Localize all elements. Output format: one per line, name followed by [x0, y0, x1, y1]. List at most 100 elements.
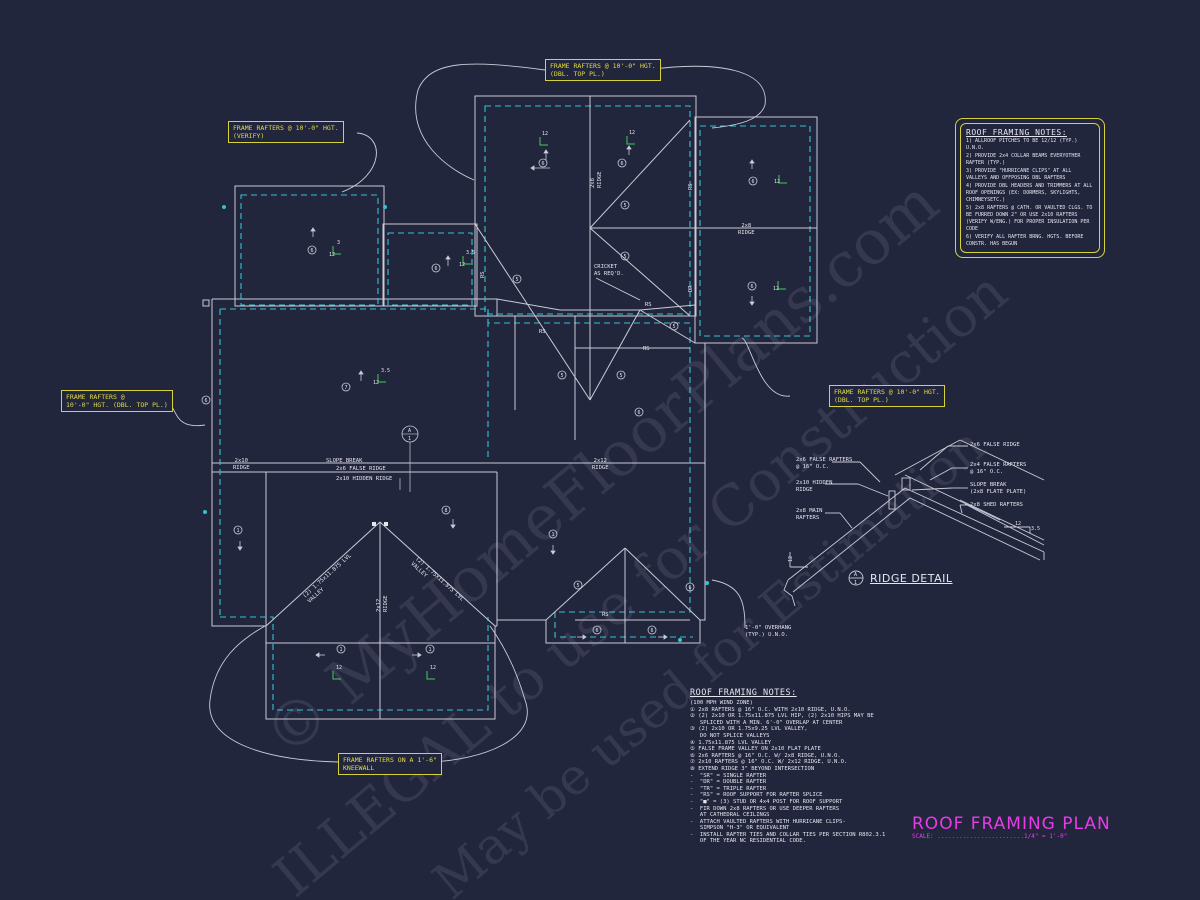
- callout-upper-left: FRAME RAFTERS @ 10'-0" HGT. (VERIFY): [228, 121, 344, 143]
- notes-bottom-item: - "■" = (3) STUD OR 4x4 POST FOR ROOF SU…: [690, 798, 843, 805]
- callout-bottom: FRAME RAFTERS ON A 1'-6" KNEEWALL: [338, 753, 442, 775]
- svg-text:5: 5: [624, 254, 627, 260]
- svg-text:1: 1: [429, 647, 432, 653]
- svg-text:6: 6: [638, 410, 641, 416]
- notes-bottom-title: ROOF FRAMING NOTES:: [690, 688, 797, 698]
- notes-top-item: 3) PROVIDE "HURRICANE CLIPS" AT ALL VALL…: [966, 168, 1072, 181]
- ridge-detail-false-ridge-label: 2x6 FALSE RIDGE: [970, 442, 1020, 448]
- notes-bottom-item: SPLICED WITH A MIN. 6'-0" OVERLAP AT CEN…: [690, 719, 843, 726]
- ridge-detail-main-rafters-label: 2x8 MAIN RAFTERS: [796, 508, 823, 521]
- ridge-label-2x8-mid: 2x8 RIDGE: [590, 171, 603, 188]
- notes-bottom-item: ⑥ 2x6 RAFTERS @ 16" O.C. W/ 2x8 RIDGE, U…: [690, 752, 841, 759]
- svg-text:12: 12: [336, 665, 342, 671]
- notes-bottom-item: - ATTACH VAULTED RAFTERS WITH HURRICANE …: [690, 818, 846, 825]
- svg-text:1: 1: [552, 532, 555, 538]
- ridge-detail-drawing: [783, 439, 1045, 607]
- roof-lines: [265, 96, 817, 719]
- notes-bottom-item: ⑤ FALSE FRAME VALLEY ON 2x10 FLAT PLATE: [690, 746, 821, 753]
- overhang-label: 1'-0" OVERHANG (TYP.) U.N.O.: [745, 625, 792, 638]
- svg-text:12: 12: [773, 286, 779, 292]
- ridge-detail-slope-break-label: SLOPE BREAK (2x8 FLATE PLATE): [970, 482, 1027, 495]
- drawing-scale: SCALE: ........................1/4" = 1'…: [912, 833, 1068, 840]
- callout-right: FRAME RAFTERS @ 10'-0" HGT. (DBL. TOP PL…: [829, 385, 945, 407]
- notes-bottom-item: ② (2) 2x10 OR 1.75x11.875 LVL HIP, (2) 2…: [690, 713, 874, 720]
- svg-text:5: 5: [624, 203, 627, 209]
- svg-text:12: 12: [629, 130, 635, 136]
- rs-label-vert-1: RS: [480, 271, 486, 278]
- svg-text:12: 12: [788, 556, 794, 562]
- svg-text:6: 6: [596, 628, 599, 634]
- notes-bottom-item: ⑦ 2x10 RAFTERS @ 16" O.C. W/ 2x12 RIDGE,…: [690, 759, 848, 766]
- rs-label-4: RS: [602, 612, 609, 618]
- callout-left: FRAME RAFTERS @ 10'-0" HGT. (DBL. TOP PL…: [61, 390, 173, 412]
- slope-break-label: SLOPE BREAK: [326, 458, 363, 464]
- notes-bottom-item: - INSTALL RAFTER TIES AND COLLAR TIES PE…: [690, 831, 886, 838]
- notes-top-title: ROOF FRAMING NOTES:: [966, 128, 1068, 137]
- svg-text:1: 1: [237, 528, 240, 534]
- ridge-label-2x12-bottom: 2x12 RIDGE: [376, 595, 389, 612]
- notes-bottom-item: ④ 1.75x11.875 LVL VALLEY: [690, 739, 772, 746]
- notes-bottom-item: SIMPSON "H-3" OR EQUIVALENT: [690, 825, 790, 832]
- svg-text:5: 5: [577, 583, 580, 589]
- svg-text:6: 6: [311, 248, 314, 254]
- svg-text:8: 8: [445, 508, 448, 514]
- hidden-ridge-label: 2x10 HIDDEN RIDGE: [336, 476, 393, 482]
- notes-bottom-item: (100 MPH WIND ZONE): [690, 700, 753, 706]
- roof-framing-notes-box: ROOF FRAMING NOTES: 1) ALLROOF PITCHES T…: [955, 118, 1105, 258]
- svg-text:6: 6: [435, 266, 438, 272]
- rs-label-2: RS: [645, 302, 652, 308]
- ridge-detail-false-rafters-right-label: 2x4 FALSE RAFTERS @ 16" O.C.: [970, 462, 1027, 475]
- ridge-detail-false-rafters-left-label: 2x6 FALSE RAFTERS @ 16" O.C.: [796, 457, 853, 470]
- svg-text:12: 12: [373, 380, 379, 386]
- rs-label-1: RS: [539, 329, 546, 335]
- notes-bottom-item: - "TR" = TRIPLE RAFTER: [690, 785, 767, 792]
- callout-top: FRAME RAFTERS @ 10'-0" HGT. (DBL. TOP PL…: [545, 59, 661, 81]
- svg-text:12: 12: [1015, 521, 1021, 527]
- svg-text:12: 12: [459, 262, 465, 268]
- svg-text:6: 6: [542, 161, 545, 167]
- svg-text:3.5: 3.5: [466, 250, 475, 256]
- notes-top-item: 5) 2x8 RAFTERS @ CATH. OR VAULTED CLGS. …: [966, 205, 1093, 232]
- notes-bottom-item: ③ (2) 2x10 OR 1.75x9.25 LVL VALLEY,: [690, 726, 808, 733]
- svg-text:5: 5: [561, 373, 564, 379]
- notes-bottom-item: DO NOT SPLICE VALLEYS: [690, 732, 770, 739]
- direction-arrows: [237, 145, 755, 658]
- ridge-label-2x10: 2x10 RIDGE: [233, 458, 250, 471]
- svg-text:12: 12: [430, 665, 436, 671]
- ridge-detail-marker-text: A 1 12 3.5 12: [788, 521, 1040, 586]
- svg-text:1: 1: [408, 436, 411, 442]
- notes-bottom-item: ① 2x8 RAFTERS @ 16" O.C. WITH 2x10 RIDGE…: [690, 706, 851, 713]
- svg-text:12: 12: [774, 179, 780, 185]
- wall-lines-dashed: [219, 105, 811, 711]
- svg-text:12: 12: [542, 131, 548, 137]
- svg-text:A: A: [408, 428, 411, 434]
- svg-text:6: 6: [689, 585, 692, 591]
- svg-text:1: 1: [854, 580, 857, 586]
- notes-top-item: 1) ALLROOF PITCHES TO BE 12/12 (TYP.) U.…: [966, 138, 1078, 151]
- svg-text:A: A: [854, 572, 857, 578]
- notes-bottom-item: - FIR DOWN 2x8 RAFTERS OR USE DEEPER RAF…: [690, 805, 840, 812]
- ridge-label-2x12: 2x12 RIDGE: [592, 458, 609, 471]
- ridge-detail-title: RIDGE DETAIL: [870, 572, 953, 585]
- svg-text:6: 6: [205, 398, 208, 404]
- ridge-detail-shed-rafters-label: 2x8 SHED RAFTERS: [970, 502, 1023, 508]
- svg-text:5: 5: [516, 277, 519, 283]
- leader-lines: [162, 63, 791, 763]
- notes-bottom-item: ⑧ EXTEND RIDGE 3" BEYOND INTERSECTION: [690, 765, 815, 772]
- notes-top-item: 4) PROVIDE DBL HEADERS AND TRIMMERS AT A…: [966, 183, 1093, 203]
- ridge-detail-hidden-ridge-label: 2x10 HIDDEN RIDGE: [796, 480, 833, 493]
- post-markers: [202, 205, 709, 642]
- svg-text:1: 1: [340, 647, 343, 653]
- ridge-label-2x8-right: 2x8 RIDGE: [738, 223, 755, 236]
- dr-label: DR: [688, 285, 694, 292]
- drawing-title: ROOF FRAMING PLAN: [912, 814, 1111, 834]
- cricket-label: CRICKET AS REQ'D.: [594, 264, 624, 277]
- notes-top-item: 2) PROVIDE 2x4 COLLAR BEAMS EVERYOTHER R…: [966, 153, 1081, 166]
- svg-text:3: 3: [337, 240, 340, 246]
- svg-text:5: 5: [620, 373, 623, 379]
- notes-top-item: 6) VERIFY ALL RAFTER BRNG. HGTS. BEFORE …: [966, 234, 1084, 247]
- svg-text:5: 5: [673, 324, 676, 330]
- svg-text:6: 6: [752, 179, 755, 185]
- section-marker: A 1: [401, 425, 419, 492]
